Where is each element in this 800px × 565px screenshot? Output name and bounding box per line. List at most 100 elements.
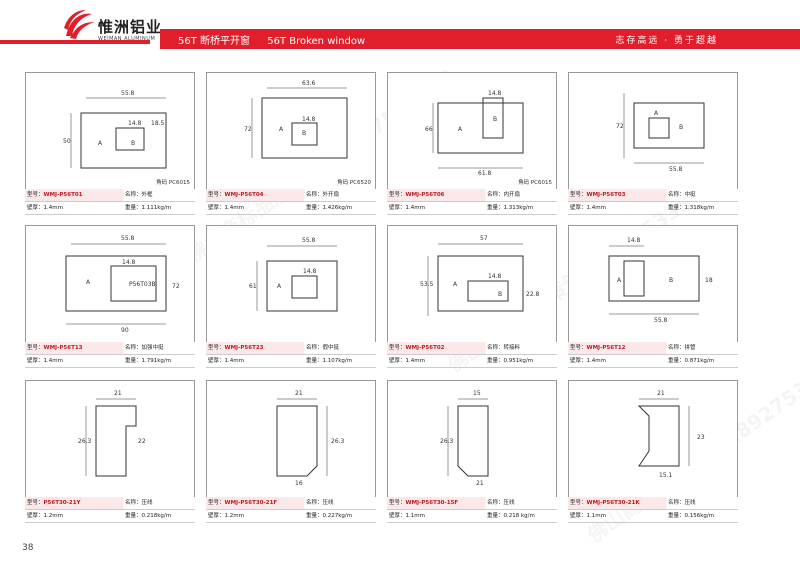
dimension-label: 14.8 bbox=[303, 268, 317, 275]
model-field: 型号：WMJ-P56T13 bbox=[27, 345, 83, 351]
header-slogan: 志存高远 · 勇于超越 bbox=[615, 36, 718, 46]
name-field: 名称：外开扇 bbox=[306, 192, 340, 198]
profile-info-row: 型号：WMJ-P56T02 名称：转接料 bbox=[387, 342, 557, 355]
profile-info-row: 型号：WMJ-P56T06 名称：内开扇 bbox=[387, 189, 557, 202]
dimension-label: 18 bbox=[705, 277, 713, 284]
thickness-field: 壁厚：1.4mm bbox=[389, 358, 425, 364]
dimension-label: A bbox=[458, 126, 463, 133]
weight-field: 重量：0.218kg/m bbox=[125, 513, 172, 519]
header-title-en: 56T Broken window bbox=[267, 36, 366, 47]
thickness-field: 壁厚：1.4mm bbox=[570, 205, 606, 211]
profile-info-row: 壁厚：1.4mm 重量：0.871kg/m bbox=[568, 355, 738, 368]
dimension-label: 72 bbox=[244, 126, 252, 133]
dimension-label: 50 bbox=[63, 138, 71, 145]
profile-info-row: 壁厚：1.4mm 重量：1.107kg/m bbox=[206, 355, 376, 368]
name-field: 名称：假中挺 bbox=[306, 345, 340, 351]
dimension-label: 22 bbox=[138, 438, 146, 445]
profile-info-row: 型号：WMJ-P56T03 名称：中挺 bbox=[568, 189, 738, 202]
dimension-label: P56T03B bbox=[129, 281, 156, 288]
dimension-label: 63.6 bbox=[302, 80, 316, 87]
model-value: WMJ-P56T30-21F bbox=[224, 500, 278, 506]
dimension-label: 61.8 bbox=[478, 170, 492, 177]
profile-info-row: 型号：WMJ-P56T12 名称：拼管 bbox=[568, 342, 738, 355]
dimension-label: 14.8 bbox=[627, 237, 641, 244]
dimension-label: 14.8 bbox=[122, 259, 136, 266]
profile-info-row: 型号：WMJ-P56T23 名称：假中挺 bbox=[206, 342, 376, 355]
model-value: WMJ-P56T23 bbox=[224, 345, 264, 351]
profile-info: 型号：WMJ-P56T03 名称：中挺 壁厚：1.4mm 重量：1.318kg/… bbox=[568, 189, 738, 217]
dimension-label: A bbox=[453, 281, 458, 288]
dimension-label: 61 bbox=[249, 283, 257, 290]
dimension-label: A bbox=[617, 277, 622, 284]
weight-field: 重量：1.107kg/m bbox=[306, 358, 353, 364]
weight-field: 重量：1.313kg/m bbox=[487, 205, 534, 211]
model-value: P56T30-21Y bbox=[43, 500, 81, 506]
dimension-label: 21 bbox=[657, 390, 665, 397]
model-field: 型号：WMJ-P56T12 bbox=[570, 345, 626, 351]
model-field: 型号：WMJ-P56T01 bbox=[27, 192, 83, 198]
dimension-label: 53.5 bbox=[420, 281, 434, 288]
thickness-field: 壁厚：1.4mm bbox=[389, 205, 425, 211]
thickness-field: 壁厚：1.4mm bbox=[570, 358, 606, 364]
profile-info-row: 型号：WMJ-P56T13 名称：加强中挺 bbox=[25, 342, 195, 355]
weight-field: 重量：0.218 kg/m bbox=[487, 513, 535, 519]
header-title: 56T 断桥平开窗 56T Broken window bbox=[178, 32, 379, 47]
dimension-label: 15.1 bbox=[659, 472, 673, 479]
name-field: 名称：内开扇 bbox=[487, 192, 521, 198]
dimension-label: B bbox=[493, 116, 497, 123]
model-value: WMJ-P56T30-15F bbox=[405, 500, 459, 506]
name-field: 名称：压线 bbox=[125, 500, 153, 506]
profile-info: 型号：WMJ-P56T30-21F 名称：压线 壁厚：1.2mm 重量：0.22… bbox=[206, 497, 376, 525]
profile-info-row: 壁厚：1.4mm 重量：1.111kg/m bbox=[25, 202, 195, 215]
profile-info: 型号：WMJ-P56T30-21K 名称：压线 壁厚：1.1mm 重量：0.15… bbox=[568, 497, 738, 525]
weight-field: 重量：0.951kg/m bbox=[487, 358, 534, 364]
model-field: 型号：WMJ-P56T04 bbox=[208, 192, 264, 198]
weight-field: 重量：1.791kg/m bbox=[125, 358, 172, 364]
weight-field: 重量：1.111kg/m bbox=[125, 205, 172, 211]
brand-logo: 惟洲铝业 WEIMAN ALUMINUM bbox=[62, 8, 192, 48]
profile-info-row: 型号：WMJ-P56T30-21K 名称：压线 bbox=[568, 497, 738, 510]
brand-name-en: WEIMAN ALUMINUM bbox=[98, 36, 156, 42]
dimension-label: 55.8 bbox=[302, 237, 316, 244]
dimension-label: 26.3 bbox=[440, 438, 454, 445]
name-field: 名称：拼管 bbox=[668, 345, 696, 351]
model-field: 型号：WMJ-P56T03 bbox=[570, 192, 626, 198]
dimension-label: 90 bbox=[121, 327, 129, 334]
thickness-field: 壁厚：1.2mm bbox=[208, 513, 244, 519]
dimension-label: 57 bbox=[480, 235, 488, 242]
dimension-label: 14.8 bbox=[302, 116, 316, 123]
model-value: WMJ-P56T03 bbox=[586, 192, 626, 198]
profile-info: 型号：WMJ-P56T13 名称：加强中挺 壁厚：1.4mm 重量：1.791k… bbox=[25, 342, 195, 370]
model-value: WMJ-P56T12 bbox=[586, 345, 626, 351]
dimension-label: 14.8 bbox=[128, 120, 142, 127]
corner-connector-note: 角码 PC6015 bbox=[518, 180, 552, 186]
profile-info: 型号：WMJ-P56T04 名称：外开扇 壁厚：1.4mm 重量：1.426kg… bbox=[206, 189, 376, 217]
dimension-label: 18.5 bbox=[151, 120, 165, 127]
dimension-label: A bbox=[277, 283, 282, 290]
name-field: 名称：压线 bbox=[668, 500, 696, 506]
profile-info-row: 壁厚：1.4mm 重量：0.951kg/m bbox=[387, 355, 557, 368]
dimension-label: B bbox=[131, 140, 135, 147]
model-field: 型号：WMJ-P56T30-21K bbox=[570, 500, 640, 506]
dimension-label: 15 bbox=[473, 390, 481, 397]
profile-info: 型号：P56T30-21Y 名称：压线 壁厚：1.2mm 重量：0.218kg/… bbox=[25, 497, 195, 525]
weight-field: 重量：0.227kg/m bbox=[306, 513, 353, 519]
header-accent-line bbox=[0, 40, 150, 44]
dimension-label: 72 bbox=[172, 283, 180, 290]
